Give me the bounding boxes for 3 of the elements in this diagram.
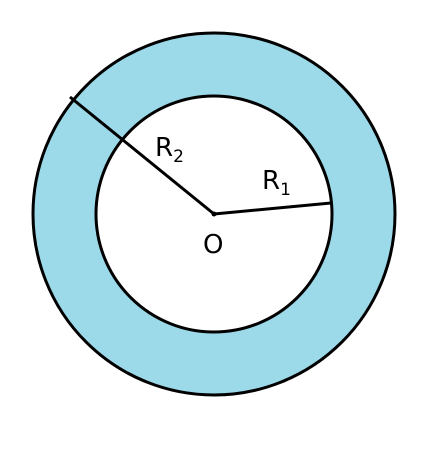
radius-label: R$_{1}$ bbox=[262, 168, 291, 200]
center-label: O bbox=[203, 232, 224, 258]
radius-label: R$_{2}$ bbox=[155, 135, 184, 166]
